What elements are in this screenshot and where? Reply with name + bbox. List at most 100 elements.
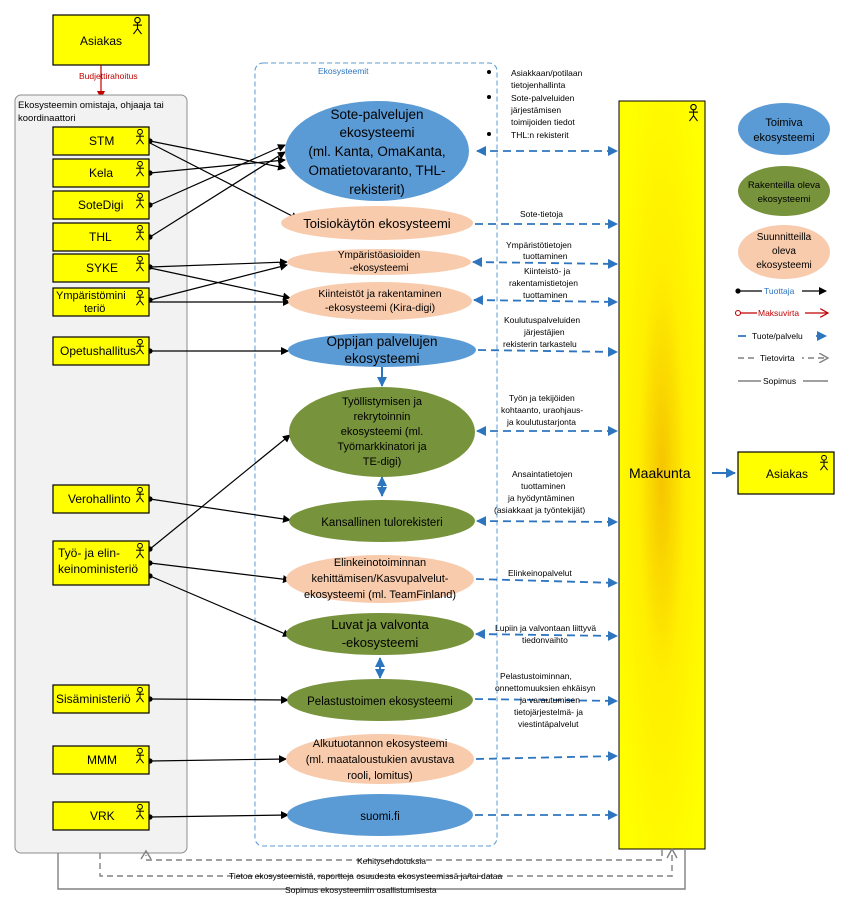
actor-tem: Työ- ja elin- keinoministeriö — [52, 540, 150, 586]
flow-label-kou-3: rekisterin tarkastelu — [503, 339, 577, 349]
flow-label-ymp-1: Ympäristötietojen — [506, 240, 572, 250]
flow-label-sote-tietoja: Sote-tietoja — [520, 209, 563, 219]
eco-oppija-line-2: ekosysteemi — [344, 351, 419, 366]
flow-label-kira-1: Kiinteistö- ja — [524, 266, 571, 276]
actor-sisaministerio: Sisäministeriö — [52, 684, 150, 714]
flow-label-ans-1: Ansaintatietojen — [512, 469, 573, 479]
eco-sote-line-2: ekosysteemi — [339, 125, 414, 140]
actor-syke-label: SYKE — [86, 261, 118, 275]
owners-group-label-2: koordinaattori — [18, 113, 76, 124]
flow-label-pel-2: onnettomuuksien ehkäisyn — [495, 683, 596, 693]
eco-elin-line-2: kehittämisen/Kasvupalvelut- — [312, 573, 449, 585]
sote-bullet-list: Asiakkaan/potilaan tietojenhallinta Sote… — [487, 68, 583, 140]
flow-label-kira-2: rakentamistietojen — [509, 278, 578, 288]
eco-tyo-line-1: Työllistymisen ja — [342, 396, 423, 408]
bullet-line-6: THL:n rekisterit — [511, 130, 569, 140]
right-customer-label: Asiakas — [766, 467, 808, 481]
legend-toimiva-swatch — [738, 103, 830, 155]
product-flows — [472, 146, 618, 820]
eco-kira-line-1: Kiinteistöt ja rakentaminen — [318, 288, 441, 300]
flow-label-lup-1: Lupiin ja valvontaan liittyvä — [495, 623, 596, 633]
top-customer-actor: Asiakas — [52, 14, 150, 66]
actor-vero-label: Verohallinto — [68, 492, 131, 506]
bullet-line-4: järjestämisen — [510, 105, 561, 115]
legend-tuote-label: Tuote/palvelu — [752, 331, 803, 341]
eco-toisio-label: Toisiokäytön ekosysteemi — [303, 216, 451, 231]
legend-suun-3: ekosysteemi — [756, 260, 812, 271]
producer-lines — [147, 138, 299, 820]
flow-labels: Sote-tietoja Ympäristötietojen tuottamin… — [494, 209, 596, 729]
eco-kira: Kiinteistöt ja rakentaminen -ekosysteemi… — [288, 282, 472, 320]
flow-label-ans-4: (asiakkaat ja työntekijät) — [494, 505, 585, 515]
actor-sotedigi-label: SoteDigi — [78, 198, 123, 212]
eco-tyo-line-4: Työmarkkinatori ja — [337, 441, 427, 453]
legend-rak-2: ekosysteemi — [758, 194, 811, 205]
eco-luvat-line-2: -ekosysteemi — [342, 635, 419, 650]
legend: Toimiva ekosysteemi Rakenteilla oleva ek… — [738, 103, 830, 386]
sopimus-flow — [57, 849, 686, 890]
eco-ymp-line-1: Ympäristöasioiden — [338, 250, 420, 261]
actor-ym-label-2: teriö — [84, 303, 105, 315]
legend-tuottaja-label: Tuottaja — [764, 286, 795, 296]
flow-label-tyo-2: kohtaanto, uraohjaus- — [501, 405, 583, 415]
eco-pelastus: Pelastustoimen ekosysteemi — [287, 679, 473, 721]
eco-kira-line-2: -ekosysteemi (Kira-digi) — [325, 302, 435, 314]
legend-rakenteilla-swatch — [738, 166, 830, 216]
eco-suomifi: suomi.fi — [287, 794, 473, 836]
flow-label-pel-4: tietojärjestelmä- ja — [514, 707, 583, 717]
actor-tem-label-1: Työ- ja elin- — [58, 546, 120, 560]
tietoa-flow — [99, 852, 673, 877]
flow-label-pel-1: Pelastustoiminnan, — [500, 671, 572, 681]
eco-alku-line-3: rooli, lomitus) — [347, 770, 412, 782]
actor-mmm-label: MMM — [87, 753, 117, 767]
legend-tietovirta-label: Tietovirta — [760, 353, 795, 363]
actor-kela-label: Kela — [89, 166, 113, 180]
actor-verohallinto: Verohallinto — [52, 484, 150, 514]
actor-opetushallitus: Opetushallitus — [52, 336, 150, 366]
eco-tulorekisteri: Kansallinen tulorekisteri — [289, 500, 475, 542]
eco-pela-label: Pelastustoimen ekosysteemi — [307, 696, 453, 708]
bullet-line-1: Asiakkaan/potilaan — [511, 68, 583, 78]
flow-label-pel-3: ja varautumisen — [519, 695, 580, 705]
bottom-sopimus-label: Sopimus ekosysteemiin osallistumisesta — [285, 885, 437, 895]
legend-suunnitteilla-swatch — [738, 225, 830, 279]
eco-suomi-label: suomi.fi — [360, 811, 400, 823]
legend-toimiva-2: ekosysteemi — [753, 132, 814, 144]
eco-toisio: Toisiokäytön ekosysteemi — [281, 206, 473, 240]
actor-stm-label: STM — [89, 134, 114, 148]
eco-alku-line-2: (ml. maataloustukien avustava — [306, 754, 455, 766]
eco-tulo-label: Kansallinen tulorekisteri — [321, 517, 442, 529]
bullet-line-2: tietojenhallinta — [511, 80, 566, 90]
actor-kela: Kela — [52, 158, 150, 188]
bullet-line-5: toimijoiden tiedot — [511, 117, 575, 127]
bottom-kehitys-label: Kehitysehdotuksia — [357, 856, 426, 866]
actor-syke: SYKE — [52, 253, 150, 283]
flow-label-tyo-3: ja koulutustarjonta — [506, 417, 576, 427]
flow-label-ymp-2: tuottaminen — [523, 251, 568, 261]
eco-sote-line-5: rekisterit) — [349, 182, 405, 197]
eco-ymparisto: Ympäristöasioiden -ekosysteemi — [287, 249, 471, 275]
flow-label-tyo-1: Työn ja tekijöiden — [509, 393, 575, 403]
flow-label-kira-3: tuottaminen — [523, 290, 568, 300]
eco-sote-line-4: Omatietovaranto, THL- — [308, 163, 445, 178]
eco-tyo: Työllistymisen ja rekrytoinnin ekosystee… — [289, 387, 475, 477]
eco-elin-line-3: ekosysteemi (ml. TeamFinland) — [304, 589, 456, 601]
flow-label-lup-2: tiedonvaihto — [522, 635, 568, 645]
eco-elin-line-1: Elinkeinotoiminnan — [334, 557, 426, 569]
actor-thl: THL — [52, 222, 150, 252]
eco-sote: Sote-palvelujen ekosysteemi (ml. Kanta, … — [285, 101, 469, 201]
flow-label-kou-2: järjestäjien — [523, 327, 565, 337]
legend-rak-1: Rakenteilla oleva — [748, 180, 821, 191]
eco-sote-line-1: Sote-palvelujen — [330, 107, 423, 122]
flow-label-ans-2: tuottaminen — [521, 481, 566, 491]
legend-maksuvirta-label: Maksuvirta — [758, 308, 799, 318]
ecosystems-group-label: Ekosysteemit — [318, 66, 369, 76]
eco-sote-line-3: (ml. Kanta, OmaKanta, — [308, 144, 445, 159]
eco-ymp-line-2: -ekosysteemi — [350, 263, 409, 274]
eco-tyo-line-2: rekrytoinnin — [354, 411, 411, 423]
eco-tyo-line-5: TE-digi) — [363, 456, 402, 468]
maakunta-actor: Maakunta — [618, 100, 706, 850]
top-customer-label: Asiakas — [80, 34, 122, 48]
actor-vrk: VRK — [52, 801, 150, 831]
eco-luvat-line-1: Luvat ja valvonta — [331, 617, 429, 632]
